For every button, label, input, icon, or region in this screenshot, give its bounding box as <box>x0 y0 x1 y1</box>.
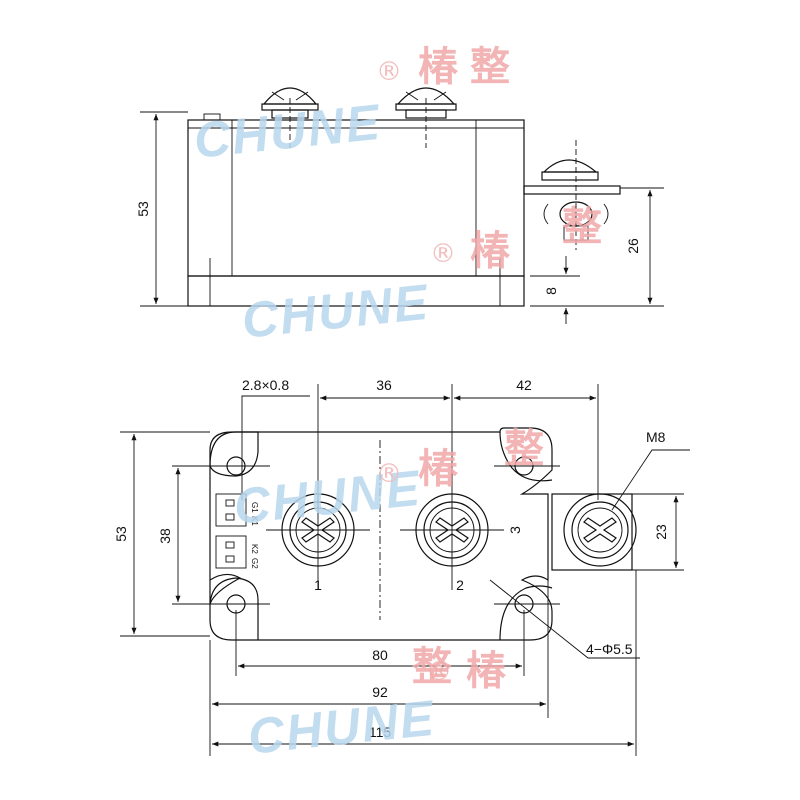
terminal-height-label: 26 <box>625 238 641 254</box>
pin-label-k1: K1 <box>250 516 259 526</box>
watermark-cjk-1: 椿 <box>418 44 459 90</box>
tab-width-label: 23 <box>653 524 669 540</box>
top-side-tab <box>551 493 633 571</box>
hole-pitch-label: 38 <box>157 528 173 544</box>
length-92-label: 92 <box>372 684 388 700</box>
top-view: G1 K1 K2 G2 2.8×0.8 36 42 M8 53 38 <box>113 377 690 756</box>
length-80-label: 80 <box>372 647 388 663</box>
watermark-brand: CHUNE <box>191 94 384 169</box>
terminal-2-label: 2 <box>456 577 464 593</box>
mount-holes-label: 4−Φ5.5 <box>586 641 633 657</box>
pin-label-k2: K2 <box>250 544 259 554</box>
length-115-label: 115 <box>369 724 392 740</box>
watermark-registered: ® <box>430 239 456 269</box>
screw-size-label: M8 <box>646 429 666 445</box>
watermark-cjk-1: 椿 <box>418 446 459 492</box>
spacing-36-label: 36 <box>376 377 392 393</box>
side-terminal-3 <box>523 140 621 250</box>
side-height-label: 53 <box>135 201 151 217</box>
watermark-cjk-1: 椿 <box>470 228 511 274</box>
terminal-1-label: 1 <box>314 577 322 593</box>
side-screw-1 <box>261 87 319 119</box>
top-height-label: 53 <box>113 526 129 542</box>
terminal-3-label: 3 <box>507 526 523 534</box>
side-screw-2 <box>395 87 457 119</box>
watermark-registered: ® <box>376 459 402 489</box>
watermark-cjk-1: 椿 <box>466 648 507 694</box>
side-base <box>187 275 525 307</box>
watermark-cjk-2: 整 <box>562 204 602 250</box>
watermark-brand: CHUNE <box>239 274 432 349</box>
tab-size-label: 2.8×0.8 <box>242 377 289 393</box>
pin-label-g2: G2 <box>250 558 259 569</box>
watermark-cjk-2: 整 <box>504 426 544 472</box>
watermark-brand: CHUNE <box>245 690 438 765</box>
watermark-cjk-2: 整 <box>412 644 452 690</box>
watermark: CHUNE ® 椿 整 CHUNE ® 椿 整 CHUNE ® 椿 整 CHUN… <box>191 44 602 765</box>
watermark-cjk-2: 整 <box>470 44 510 90</box>
spacing-42-label: 42 <box>516 377 532 393</box>
pin-label-g1: G1 <box>250 502 259 513</box>
side-view: 53 26 8 <box>135 87 664 324</box>
watermark-registered: ® <box>426 657 452 687</box>
watermark-registered: ® <box>376 57 402 87</box>
base-height-label: 8 <box>543 287 559 295</box>
terminal-3 <box>563 493 637 567</box>
gate-pin-block: G1 K1 K2 G2 <box>215 493 259 569</box>
